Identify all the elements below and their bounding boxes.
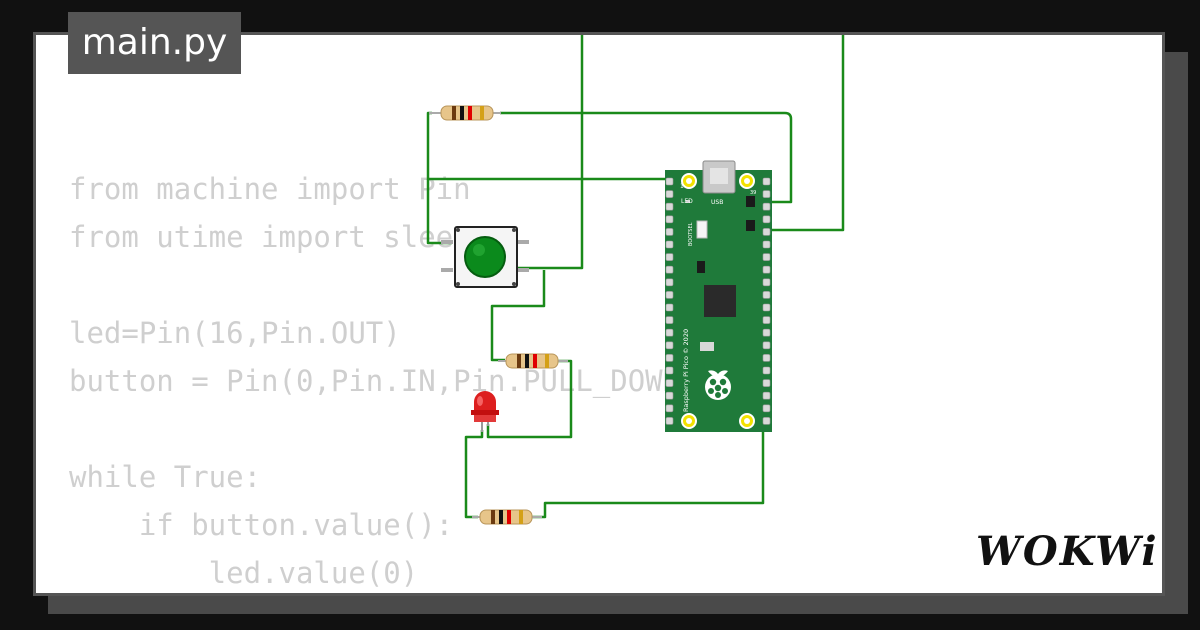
pico-pin-pad[interactable] [762, 404, 771, 413]
pico-pin-pad[interactable] [762, 303, 771, 312]
file-tab-main-py[interactable]: main.py [68, 12, 241, 74]
raspberry-logo [705, 370, 731, 400]
pico-pin-pad[interactable] [665, 341, 674, 350]
wire-button-to-resistor2 [490, 270, 546, 362]
wokwi-logo: WOKWi [976, 526, 1159, 578]
pico-pin-pad[interactable] [762, 215, 771, 224]
pico-pin-pad[interactable] [762, 228, 771, 236]
wokwi-logo-text: WOKWi [976, 528, 1159, 575]
pico-pin-pad[interactable] [762, 379, 771, 387]
pico-pin-pad[interactable] [665, 240, 674, 249]
code-line: led.value(0) [69, 556, 419, 590]
silk-usb: USB [711, 199, 723, 206]
pico-pin-pad[interactable] [762, 328, 771, 337]
pin-header-right[interactable] [762, 177, 771, 425]
pico-pin-pad[interactable] [762, 366, 771, 375]
pico-pin-pad[interactable] [665, 278, 674, 287]
silk-pin-1: 1 [680, 183, 684, 190]
wire-resistor2-to-led [486, 359, 573, 439]
red-led[interactable] [471, 391, 499, 432]
pico-pin-pad[interactable] [665, 215, 674, 224]
resistor-1[interactable] [429, 105, 501, 121]
pico-pin-pad[interactable] [665, 177, 674, 186]
pico-pin-pad[interactable] [665, 228, 674, 236]
pico-pin-pad[interactable] [665, 253, 674, 261]
pico-pin-pad[interactable] [665, 366, 674, 375]
pico-pin-pad[interactable] [762, 417, 771, 425]
pico-pin-pad[interactable] [762, 265, 771, 274]
pico-pin-pad[interactable] [665, 316, 674, 324]
pico-pin-pad[interactable] [665, 202, 674, 211]
circuit-diagram: LED USB 1 39 BOOTSEL Raspberry Pi Pico ©… [426, 35, 845, 525]
pico-pin-pad[interactable] [762, 202, 771, 211]
wire-top-center-to-button [518, 35, 584, 270]
silk-pin-39: 39 [750, 190, 756, 196]
pico-pin-pad[interactable] [665, 404, 674, 413]
code-line: while True: [69, 460, 262, 494]
button-cap[interactable] [464, 236, 506, 278]
pico-pin-pad[interactable] [762, 291, 771, 299]
wire-resistor1-left-to-button [426, 179, 452, 245]
pico-pin-pad[interactable] [762, 253, 771, 261]
pico-pin-pad[interactable] [762, 391, 771, 400]
pin-header-left[interactable] [665, 177, 674, 425]
pico-pin-pad[interactable] [665, 328, 674, 337]
code-line: if button.value(): [69, 508, 454, 542]
silk-led: LED [681, 198, 693, 205]
wire-resistor3-to-pico-gnd [532, 426, 765, 519]
pico-pin-pad[interactable] [665, 303, 674, 312]
resistor-3[interactable] [472, 509, 542, 525]
wire-led-to-resistor3 [464, 430, 484, 519]
pico-pin-pad[interactable] [762, 240, 771, 249]
pico-pin-pad[interactable] [665, 190, 674, 198]
rp2040-chip [704, 285, 736, 317]
silk-board-name: Raspberry Pi Pico © 2020 [682, 329, 690, 412]
code-line: from utime import sleep [69, 220, 471, 254]
pico-pin-pad[interactable] [665, 291, 674, 299]
push-button[interactable] [441, 226, 529, 288]
silk-bootsel: BOOTSEL [688, 222, 694, 246]
pico-pin-pad[interactable] [665, 265, 674, 274]
wire-top-right-to-pico [768, 35, 845, 232]
code-line: led=Pin(16,Pin.OUT) [69, 316, 401, 350]
pico-pin-pad[interactable] [665, 391, 674, 400]
pico-pin-pad[interactable] [762, 177, 771, 186]
pico-pin-pad[interactable] [665, 379, 674, 387]
pico-pin-pad[interactable] [762, 278, 771, 287]
resistor-2[interactable] [498, 353, 568, 369]
code-line: button = Pin(0,Pin.IN,Pin.PULL_DOWN) [69, 364, 698, 398]
pico-pin-pad[interactable] [665, 417, 674, 425]
pico-pin-pad[interactable] [762, 316, 771, 324]
raspberry-pi-pico[interactable]: LED USB 1 39 BOOTSEL Raspberry Pi Pico ©… [665, 160, 772, 432]
pico-pin-pad[interactable] [762, 341, 771, 350]
wire-resistor1-to-pico-top [500, 111, 793, 204]
pico-pin-pad[interactable] [665, 354, 674, 362]
pico-pin-pad[interactable] [762, 190, 771, 198]
pico-pin-pad[interactable] [762, 354, 771, 362]
bootsel-button[interactable] [696, 220, 708, 239]
wire-resistor1-left-to-pico [426, 111, 672, 181]
